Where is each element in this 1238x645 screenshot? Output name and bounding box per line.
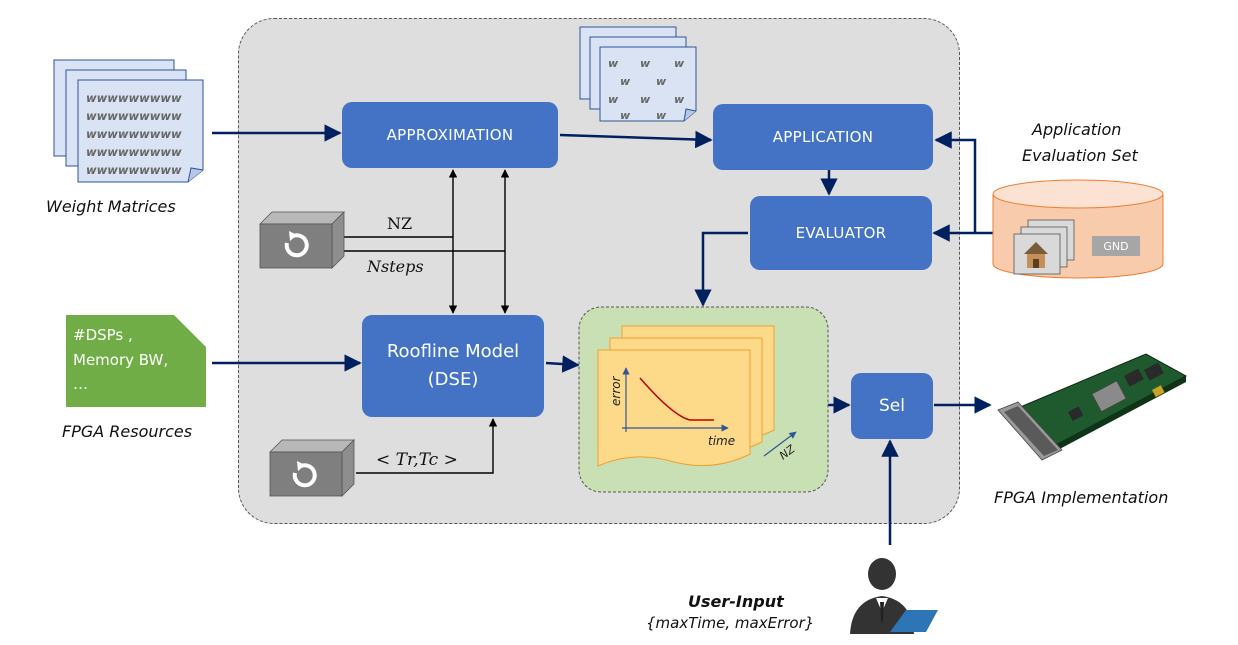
sparse-w: w bbox=[674, 93, 685, 106]
fpga-resources-label: FPGA Resources bbox=[62, 422, 193, 441]
arrow-evaluator-to-plots bbox=[694, 231, 748, 307]
sparse-w: w bbox=[620, 75, 631, 88]
weight-row-5: wwwwwwwww bbox=[86, 163, 182, 177]
sparse-w: w bbox=[656, 75, 667, 88]
trtc-line bbox=[356, 418, 498, 474]
sel-block: Sel bbox=[851, 373, 933, 439]
error-time-plots: error time NZ bbox=[578, 306, 829, 493]
eval-set-label-line1: Application bbox=[1032, 120, 1122, 139]
user-icon bbox=[850, 558, 938, 634]
gnd-label: GND bbox=[1103, 240, 1128, 253]
user-input-title: User-Input bbox=[688, 592, 784, 611]
sparse-w: w bbox=[608, 57, 619, 70]
loop-cube-top bbox=[259, 211, 345, 269]
fpga-resources-note: #DSPs , Memory BW, … bbox=[66, 315, 206, 407]
sparse-w: w bbox=[640, 57, 651, 70]
weight-row-4: wwwwwwwww bbox=[86, 145, 182, 159]
roofline-subtitle: (DSE) bbox=[427, 369, 479, 390]
house-icon bbox=[1024, 242, 1048, 268]
sparse-w: w bbox=[620, 109, 631, 122]
weight-row-1: wwwwwwwww bbox=[86, 91, 182, 105]
loop-cube-bottom bbox=[269, 439, 355, 497]
arrow-roofline-to-plots bbox=[545, 355, 580, 373]
nsteps-label: Nsteps bbox=[367, 257, 424, 276]
tr-tc-label: < Tr,Tc > bbox=[376, 450, 458, 470]
weight-row-2: wwwwwwwww bbox=[86, 109, 182, 123]
resources-line-1: #DSPs , bbox=[73, 326, 133, 344]
resources-line-2: Memory BW, bbox=[73, 351, 168, 369]
fpga-implementation-label: FPGA Implementation bbox=[994, 488, 1169, 507]
fpga-board-image bbox=[997, 353, 1188, 461]
laptop-icon bbox=[890, 610, 938, 632]
sparse-w: w bbox=[674, 57, 685, 70]
roofline-model-block: Roofline Model (DSE) bbox=[362, 315, 544, 417]
evaluation-set-cylinder: GND bbox=[992, 179, 1164, 279]
resources-line-3: … bbox=[73, 375, 88, 393]
error-curve bbox=[639, 377, 714, 421]
weight-matrices-label: Weight Matrices bbox=[46, 197, 176, 216]
arrow-approximation-to-application bbox=[559, 130, 713, 149]
time-axis-label: time bbox=[708, 434, 735, 448]
eval-set-label-line2: Evaluation Set bbox=[1022, 146, 1138, 165]
sparse-w: w bbox=[608, 93, 619, 106]
arrow-dataset-to-application bbox=[934, 131, 977, 233]
evaluator-block: EVALUATOR bbox=[750, 196, 932, 270]
sparse-w: w bbox=[656, 109, 667, 122]
approximation-block: APPROXIMATION bbox=[342, 102, 558, 168]
application-block: APPLICATION bbox=[713, 104, 933, 170]
refresh-icon bbox=[292, 461, 317, 488]
weight-row-3: wwwwwwwww bbox=[86, 127, 182, 141]
sparse-weights-icon: w w w w w w w w w w bbox=[579, 26, 697, 122]
error-axis-label: error bbox=[609, 375, 623, 406]
user-input-params: {maxTime, maxError} bbox=[646, 614, 815, 632]
sparse-w: w bbox=[640, 93, 651, 106]
roofline-title: Roofline Model bbox=[386, 341, 520, 362]
refresh-icon bbox=[284, 231, 309, 258]
weight-matrices-icon: wwwwwwwww wwwwwwwww wwwwwwwww wwwwwwwww … bbox=[53, 59, 204, 183]
nz-label: NZ bbox=[387, 214, 413, 233]
